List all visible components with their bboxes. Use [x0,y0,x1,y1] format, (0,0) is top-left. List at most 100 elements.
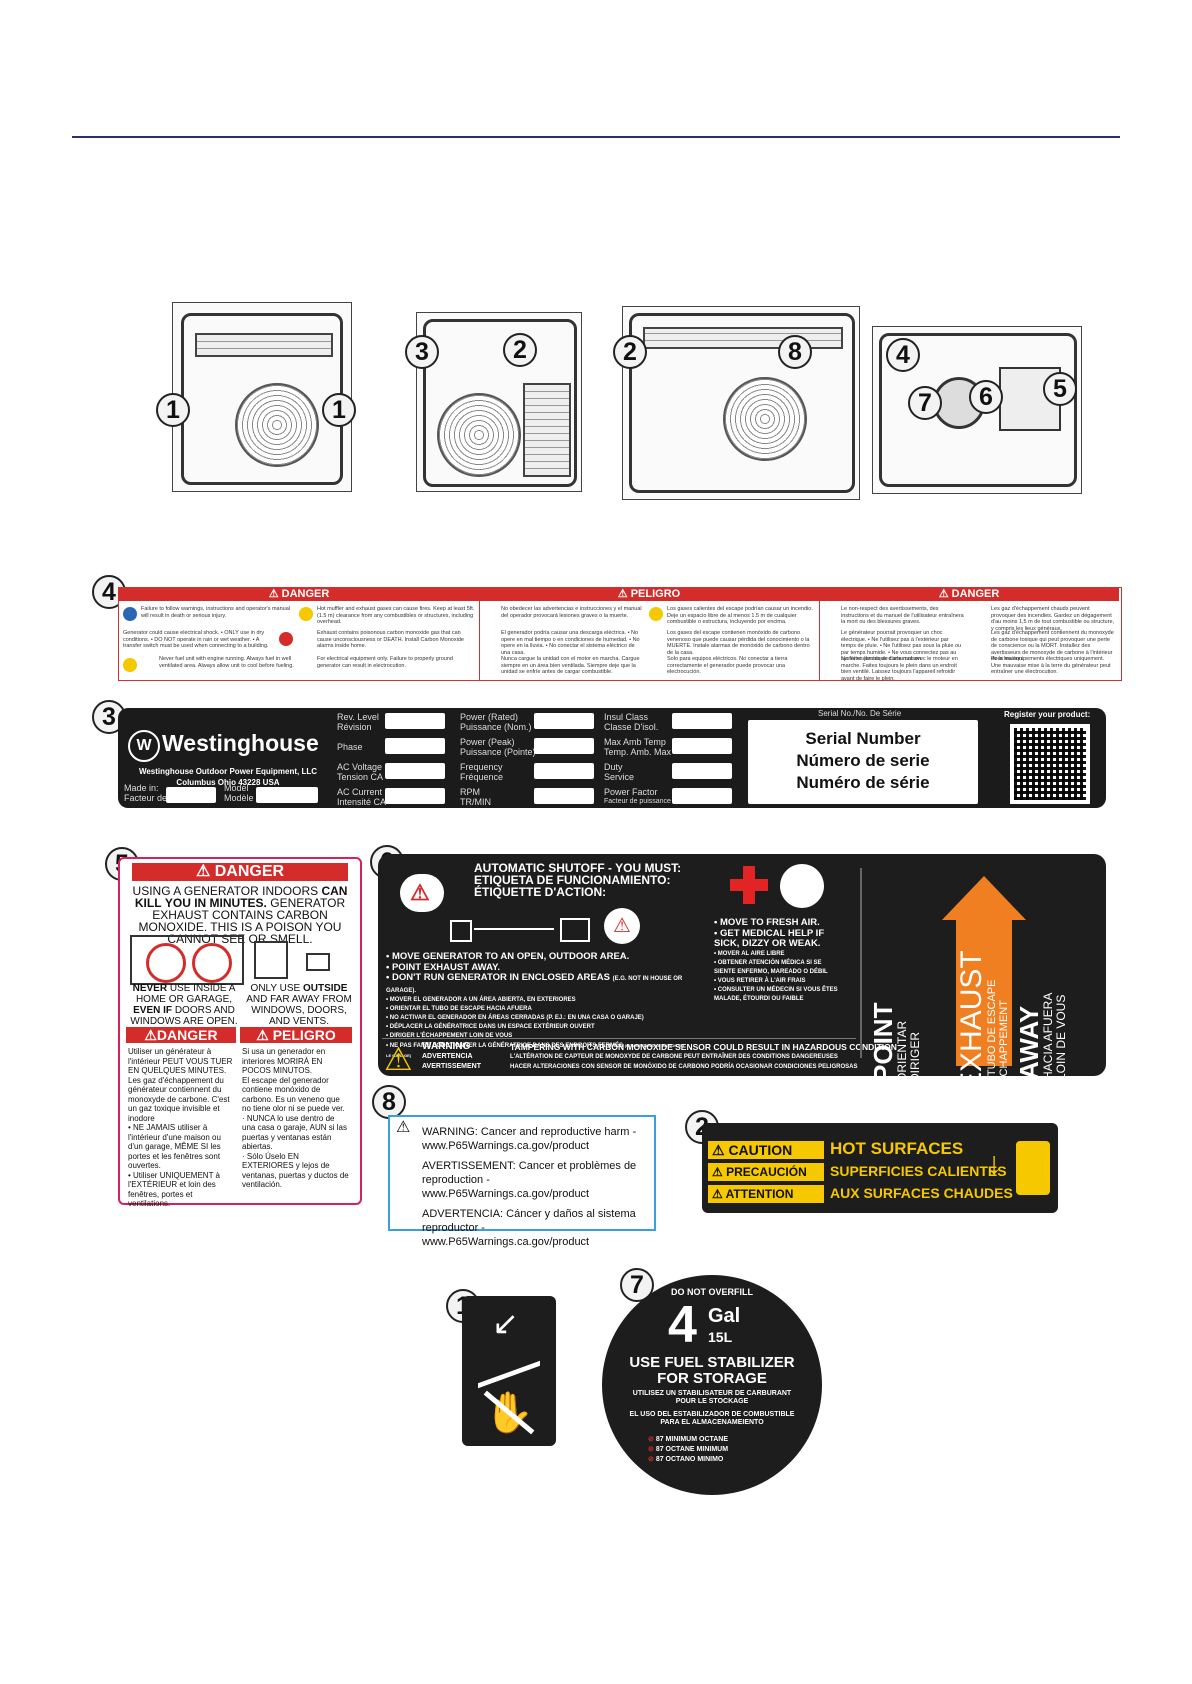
warning-text: Le non-respect des avertissements, des i… [841,606,964,625]
serial-es: Número de serie [796,751,930,770]
callout-8: 8 [372,1085,406,1119]
insul-label-fr: Classe D'isol. [604,722,659,732]
serial-number-box: Serial Number Número de serie Numéro de … [748,720,978,804]
danger-header-en: ⚠ DANGER [119,588,479,601]
tampering-warning: TAMPERING WITH CARBON MONOXIDE SENSOR CO… [510,1042,897,1070]
rpm-label: RPM [460,787,480,797]
warning-text: For electrical equipment only. Failure t… [317,656,453,669]
qr-code-icon [1010,724,1090,804]
hot-surfaces-fr: AUX SURFACES CHAUDES [830,1185,1013,1201]
callout-1-left: 1 [156,393,190,427]
serial-fr: Numéro de série [796,773,930,792]
warning-text: Generator could cause electrical shock. … [123,630,269,649]
peligro-header: ⚠ PELIGRO [240,1027,352,1043]
duty-field [672,763,732,779]
frequency-field [534,763,594,779]
hot-surfaces-en: HOT SURFACES [830,1139,964,1158]
callout-5-panel: 5 [1043,372,1077,406]
do-not-overfill: DO NOT OVERFILL [671,1287,753,1297]
warning-text: Hot muffler and exhaust gases can cause … [317,606,475,625]
hot-surfaces-es: SUPERFICIES CALIENTES [830,1163,1007,1179]
warning-text: Exhaust contains poisonous carbon monoxi… [317,630,464,649]
warning-text: Nunca cargue la unidad con el motor en m… [501,656,640,675]
only-use-outside: ONLY USE OUTSIDE AND FAR AWAY FROM WINDO… [246,983,352,1027]
warning-text: Ne faites jamais de carburant avec le mo… [841,656,958,682]
callout-3-diagram: 3 [405,335,439,369]
register-text: Register your product: [1004,710,1091,719]
dizzy-face-icon [780,864,824,908]
brand-name: Westinghouse [162,730,319,756]
model-field [256,787,318,803]
prop65-label: ⚠ WARNING: Cancer and reproductive harm … [388,1115,656,1248]
callout-7: 7 [620,1268,654,1302]
rating-plate-label: W Westinghouse Westinghouse Outdoor Powe… [118,708,1106,808]
octane-icon: ⊘ [648,1446,654,1453]
max-amb-label: Max Amb Temp [604,737,666,747]
rpm-label-fr: TR/MIN [460,797,491,807]
power-peak-label: Power (Peak) [460,737,515,747]
never-use-inside: NEVER USE INSIDE A HOME OR GARAGE, EVEN … [130,983,238,1027]
callout-8-back: 8 [778,335,812,369]
medical-instructions: • MOVE TO FRESH AIR. • GET MEDICAL HELP … [714,917,838,1002]
callout-2-diagram: 2 [503,333,537,367]
octane-icon: ⊘ [648,1456,654,1463]
fuel-capacity-gal: Gal [708,1305,741,1327]
warning-text: Los gases calientes del escape podrían c… [667,606,813,625]
power-factor-field [672,788,732,804]
westinghouse-logo-icon: W [128,730,160,762]
down-arrow-icon: ↓ [986,1145,1002,1181]
fuel-capacity-number: 4 [668,1296,697,1354]
ac-voltage-label-fr: Tension CA [337,772,384,782]
exhaust-arrow-icon [942,876,1026,920]
peligro-text: Si usa un generador en interiores MORIRÁ… [242,1047,349,1189]
duty-label: Duty [604,762,623,772]
fuel-capacity-liters: 15L [708,1329,733,1345]
lever-icon [478,1334,540,1389]
point-text: POINT ORIENTAR DIRIGER [868,1002,922,1082]
fuel-capacity-label: DO NOT OVERFILL 4 Gal 15L USE FUEL STABI… [602,1275,822,1495]
ac-current-label-fr: Intensité CA [337,797,387,807]
made-in-label-fr: Facteur de: [124,793,170,803]
callout-4-panel: 4 [886,338,920,372]
warning-text: Los gases del escape contienen monóxido … [667,630,810,656]
rotating-parts-label: ↙ ✋ [462,1296,556,1446]
power-peak-label-fr: Puissance (Pointe) [460,747,536,757]
warning-text: El generador podría causar una descarga … [501,630,640,656]
power-factor-label: Power Factor [604,787,658,797]
peligro-header: ⚠ PELIGRO [479,588,819,601]
shutoff-title: AUTOMATIC SHUTOFF - YOU MUST: ETIQUETA D… [474,861,682,899]
no-indoor-icon [130,935,244,985]
company-address: Columbus Ohio 43228 USA [176,778,280,787]
danger-fr-text: Utiliser un générateur à l'intérieur PEU… [128,1047,233,1208]
company-name: Westinghouse Outdoor Power Equipment, LL… [138,767,318,776]
warning-text: No obedecer las advertencias e instrucci… [501,606,642,619]
duty-label-fr: Service [604,772,635,782]
warning-text: Pour les équipements électriques uniquem… [991,656,1111,675]
phase-label: Phase [337,742,363,752]
danger-header: ⚠ DANGER [132,863,348,881]
medical-cross-icon [730,866,768,904]
header-rule [72,136,1120,138]
exhaust-direction-panel: POINT ORIENTAR DIRIGER EXHAUST EL TUBO D… [868,866,1102,1092]
callout-6-panel: 6 [969,380,1003,414]
insul-field [672,713,732,729]
danger-fr-header: ⚠DANGER [126,1027,236,1043]
ac-voltage-field [385,763,445,779]
model-label: Model [224,783,249,793]
prop65-text: WARNING: Cancer and reproductive harm - … [422,1126,637,1248]
ac-current-label: AC Current [337,787,383,797]
generator-side-view [416,312,582,492]
serial-header: Serial No./No. De Série [818,709,902,718]
away-text: AWAY HACIA AFUERA LOIN DE VOUS [1014,992,1068,1080]
warning-words: WARNING ADVERTENCIA AVERTISSEMENT [422,1041,481,1071]
callout-7-panel: 7 [908,386,942,420]
hot-hand-icon [1016,1141,1050,1195]
phase-field [385,738,445,754]
rev-label-fr: Révision [337,722,372,732]
precaucion-bar: ⚠ PRECAUCIÓN [708,1163,824,1181]
generator-back-view [622,306,860,500]
max-amb-field [672,738,732,754]
